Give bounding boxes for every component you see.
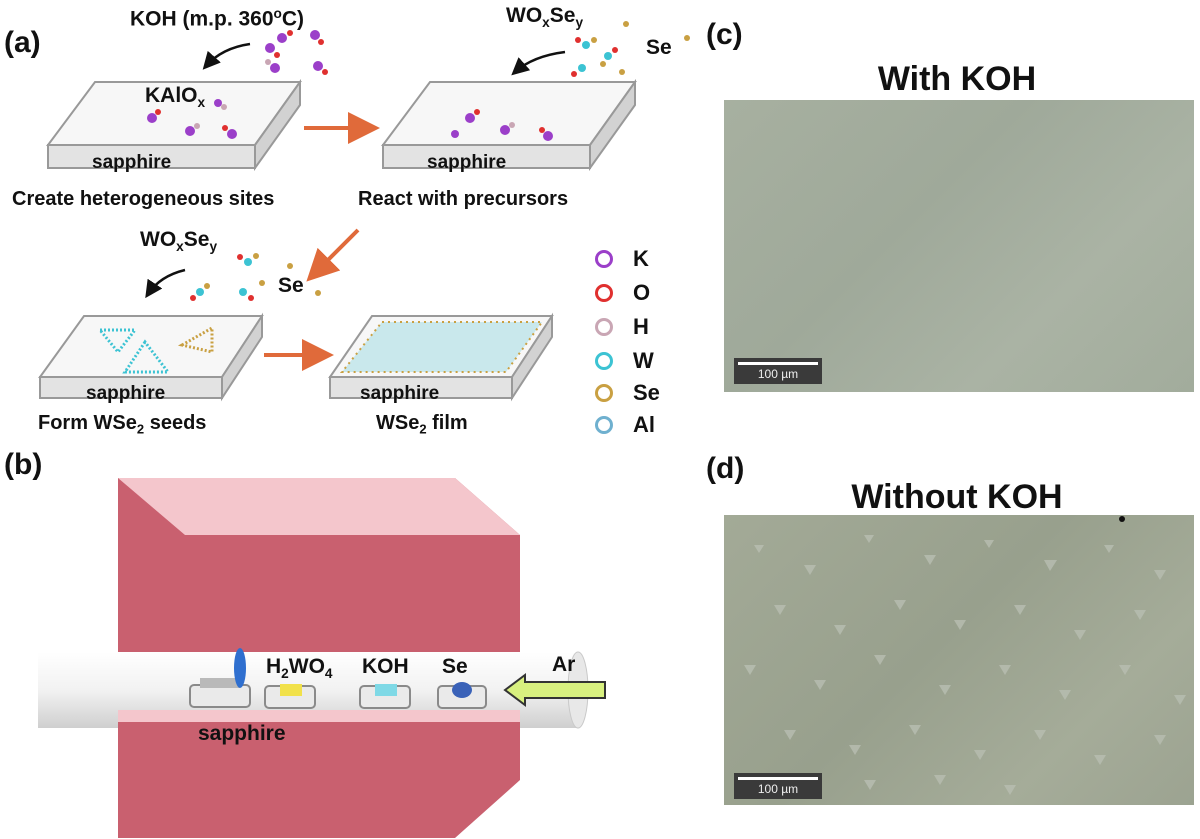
h2wo4-label: H2WO4: [266, 655, 333, 681]
slab-1-sites: [147, 99, 237, 139]
scale-bar-line-d: [738, 777, 818, 780]
scale-bar-d: 100 µm: [734, 773, 822, 799]
woxsey-molecules-1: [571, 21, 690, 77]
process-arrow-2: [306, 228, 360, 282]
legend-dot-h: [595, 318, 613, 336]
se-label-2: Se: [278, 274, 304, 297]
scale-bar-text-c: 100 µm: [757, 367, 799, 381]
koh-molecules: [265, 30, 328, 75]
se-label-1: Se: [646, 36, 672, 59]
scale-bar-c: 100 µm: [734, 358, 822, 384]
furnace-bottom-edge: [118, 710, 520, 722]
ar-label: Ar: [552, 653, 576, 676]
step-create-sites: Create heterogeneous sites: [12, 188, 275, 210]
micrograph-without-koh: 100 µm: [724, 515, 1194, 805]
legend-item-al: Al: [595, 410, 655, 440]
panel-label-d: (d): [706, 452, 745, 485]
legend-dot-se: [595, 384, 613, 402]
micrograph-d-title: Without KOH: [851, 478, 1063, 516]
furnace-bottom-front: [118, 722, 520, 838]
panel-label-c: (c): [706, 18, 743, 51]
sapphire-slab-1: [46, 78, 302, 172]
koh-label: KOH (m.p. 360oC): [130, 6, 305, 31]
sapphire-label-1: sapphire: [92, 152, 172, 173]
sapphire-label-3: sapphire: [86, 383, 166, 404]
koh-boat: [359, 684, 411, 709]
woxsey-label-1: WOxSey: [506, 4, 584, 30]
legend-dot-al: [595, 416, 613, 434]
black-curved-arrow-1: [202, 42, 251, 70]
step-wse2-film: WSe2 film: [376, 412, 468, 437]
koh-boat-label: KOH: [362, 655, 409, 678]
micrograph-c-title: With KOH: [877, 60, 1037, 98]
panel-label-b: (b): [4, 448, 43, 481]
scale-bar-line-c: [738, 362, 818, 365]
sapphire-boat-label: sapphire: [198, 722, 286, 745]
black-curved-arrow-2: [511, 50, 566, 76]
argon-flow-arrow: [503, 673, 606, 707]
legend-item-h: H: [595, 312, 649, 342]
wse2-film: [339, 321, 544, 373]
furnace-top-face: [118, 478, 520, 535]
sapphire-boat: [189, 648, 251, 708]
black-curved-arrow-3: [145, 268, 186, 299]
se-boat: [437, 682, 487, 709]
legend-dot-o: [595, 284, 613, 302]
woxsey-label-2: WOxSey: [140, 228, 218, 254]
legend-item-se: Se: [595, 378, 660, 408]
woxsey-molecules-2: [190, 253, 321, 301]
legend-item-k: K: [595, 244, 649, 274]
legend-item-w: W: [595, 346, 654, 376]
se-boat-label: Se: [442, 655, 468, 678]
legend-dot-w: [595, 352, 613, 370]
furnace-schematic: [38, 478, 606, 838]
wse2-flakes: [744, 516, 1186, 795]
panel-a-schematic: [38, 21, 690, 402]
micrograph-with-koh: 100 µm: [724, 100, 1194, 392]
step-react-precursors: React with precursors: [358, 188, 569, 210]
sapphire-label-4: sapphire: [360, 383, 440, 404]
kalox-label: KAlOx: [145, 84, 206, 110]
h2wo4-boat: [264, 684, 316, 709]
wse2-seed-triangles: [96, 325, 214, 374]
sapphire-slab-2: [381, 78, 637, 172]
slab-2-sites: [451, 109, 553, 141]
legend-item-o: O: [595, 278, 650, 308]
scale-bar-text-d: 100 µm: [757, 782, 799, 796]
step-form-seeds: Form WSe2 seeds: [38, 412, 207, 437]
legend-dot-k: [595, 250, 613, 268]
sapphire-label-2: sapphire: [427, 152, 507, 173]
panel-label-a: (a): [4, 26, 41, 59]
